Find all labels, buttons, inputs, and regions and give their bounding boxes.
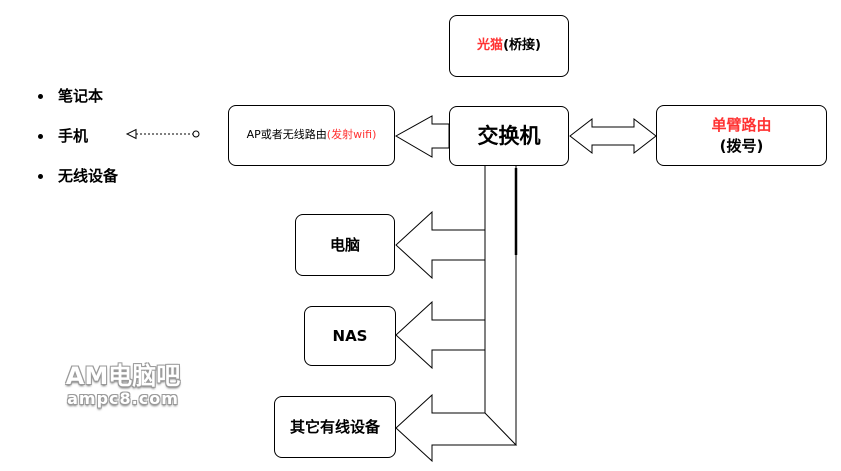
nas-label: NAS bbox=[332, 326, 368, 345]
watermark-url-text: ampc8.com bbox=[67, 389, 179, 408]
wired-devices-node: 其它有线设备 bbox=[274, 396, 396, 458]
modem-label-rest: (桥接) bbox=[503, 38, 541, 54]
router-label-line1: 单臂路由 bbox=[711, 116, 772, 135]
ap-label: AP或者无线路由(发射wifi) bbox=[247, 128, 377, 143]
ap-label-rest: AP或者无线路由 bbox=[246, 128, 327, 142]
arrow-to-wired bbox=[395, 393, 518, 463]
arrow-to-pc bbox=[395, 210, 486, 280]
wireless-link-origin bbox=[192, 130, 200, 138]
modem-node: 光猫(桥接) bbox=[449, 15, 569, 77]
wired-devices-label: 其它有线设备 bbox=[289, 417, 380, 436]
ap-label-red: (发射wifi) bbox=[326, 128, 377, 142]
router-node: 单臂路由 (拨号) bbox=[656, 105, 827, 166]
wireless-client-item: 手机 bbox=[36, 122, 118, 162]
wireless-client-list: 笔记本 手机 无线设备 bbox=[36, 82, 118, 202]
modem-label-red: 光猫 bbox=[477, 38, 504, 54]
arrow-to-ap bbox=[394, 115, 450, 158]
watermark-main-text: AM电脑吧 bbox=[65, 362, 181, 390]
pc-label: 电脑 bbox=[329, 235, 360, 254]
wireless-client-item: 无线设备 bbox=[36, 162, 118, 202]
wireless-link-arrowhead bbox=[125, 128, 137, 140]
modem-label: 光猫(桥接) bbox=[477, 37, 541, 55]
arrow-to-nas bbox=[395, 300, 486, 370]
router-label-line2: (拨号) bbox=[719, 136, 764, 155]
switch-node: 交换机 bbox=[449, 106, 569, 166]
wireless-client-item: 笔记本 bbox=[36, 82, 118, 122]
arrow-switch-router bbox=[569, 117, 657, 155]
switch-label: 交换机 bbox=[477, 123, 541, 148]
ap-node: AP或者无线路由(发射wifi) bbox=[228, 105, 395, 166]
nas-node: NAS bbox=[304, 306, 396, 366]
site-watermark: AM电脑吧 ampc8.com bbox=[48, 362, 198, 408]
pc-node: 电脑 bbox=[295, 214, 395, 276]
